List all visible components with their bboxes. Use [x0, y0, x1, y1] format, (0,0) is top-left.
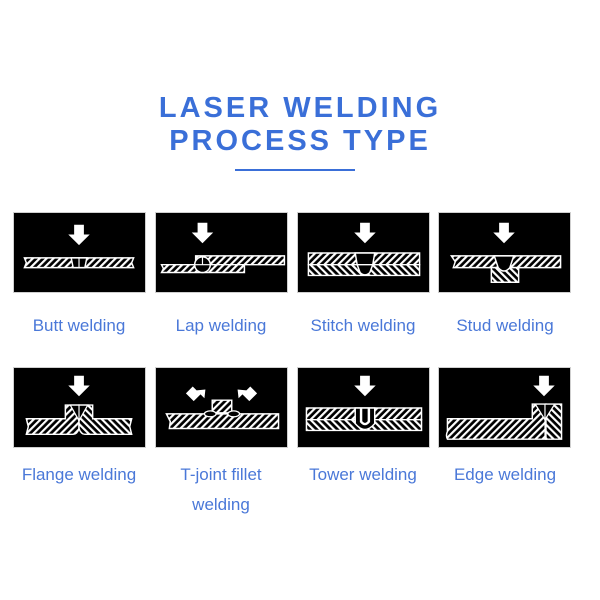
page-title-line1: LASER WELDING	[158, 92, 442, 124]
label-tower-welding: Tower welding	[309, 465, 417, 484]
label-butt-welding: Butt welding	[32, 316, 126, 335]
label-stitch-welding: Stitch welding	[310, 316, 416, 335]
stitch-weld-diagram-icon	[297, 212, 430, 293]
lap-weld-diagram-icon	[155, 212, 288, 293]
page-title-line2: PROCESS TYPE	[169, 125, 431, 157]
flange-weld-diagram-icon	[13, 367, 146, 448]
tower-weld-diagram-icon	[297, 367, 430, 448]
title-underline	[235, 169, 355, 171]
label-edge-welding: Edge welding	[453, 465, 557, 484]
label-t-joint-fillet-line2: welding	[192, 495, 250, 514]
t-joint-fillet-weld-diagram-icon	[155, 367, 288, 448]
stud-weld-diagram-icon	[438, 212, 571, 293]
label-flange-welding: Flange welding	[21, 465, 137, 484]
butt-weld-diagram-icon	[13, 212, 146, 293]
label-lap-welding: Lap welding	[175, 316, 267, 335]
label-stud-welding: Stud welding	[456, 316, 554, 335]
edge-weld-diagram-icon	[438, 367, 571, 448]
label-t-joint-fillet-line1: T-joint fillet	[180, 465, 262, 484]
